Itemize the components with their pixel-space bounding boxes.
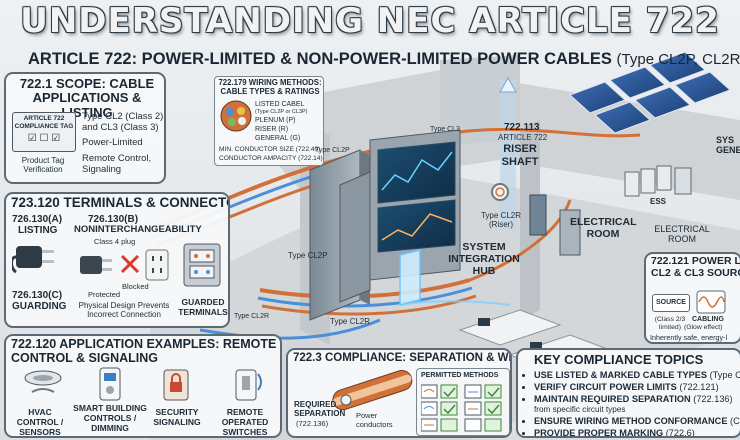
riser-code: 722.113 xyxy=(504,122,540,133)
topic-item-4: PROVIDE PROPER MARKING (722.6) xyxy=(534,428,740,436)
guarding-name: GUARDING xyxy=(12,301,67,312)
application-hvac: HVAC CONTROL / SENSORS xyxy=(16,407,64,437)
required-separation-code: (722.136) xyxy=(296,419,329,428)
permitted-methods-title: PERMITTED METHODS xyxy=(421,372,499,379)
blocked-label: Blocked xyxy=(122,282,149,291)
ess-label: ESS xyxy=(650,197,667,206)
class4-label: Class 4 plug xyxy=(94,237,136,246)
cable-label-cl2r-a: Type CL2R xyxy=(330,317,371,326)
topic-item-1: VERIFY CIRCUIT POWER LIMITS (722.121) xyxy=(534,382,740,393)
scope-item-1: Power-Limited xyxy=(82,137,143,148)
terminals-panel: 723.120 TERMINALS & CONNECTORS 726.130(A… xyxy=(4,192,230,328)
tag-title: ARTICLE 722 COMPLIANCE TAG xyxy=(14,115,74,130)
power-conductors: Power conductors xyxy=(356,411,393,429)
cabling-sub: (Glow effect) xyxy=(684,324,723,331)
topics-title: KEY COMPLIANCE TOPICS xyxy=(534,352,704,367)
terminals-title: 723.120 TERMINALS & CONNECTORS xyxy=(11,195,228,210)
blocked-plug-icon xyxy=(80,249,169,281)
cabling-label: CABLING xyxy=(692,316,724,323)
subtitle-main: ARTICLE 722: POWER-LIMITED & NON-POWER-L… xyxy=(28,50,612,68)
spec-conductor-size: MIN. CONDUCTOR SIZE (722.49) xyxy=(219,146,321,153)
permitted-methods-grid xyxy=(421,384,502,432)
scope-item-2: Remote Control, Signaling xyxy=(82,153,152,175)
electrical-panel xyxy=(559,209,581,256)
source-sub: (Class 2/3 limited) xyxy=(654,316,686,331)
wiring-title: 722.179 WIRING METHODS: CABLE TYPES & RA… xyxy=(218,78,322,96)
type-riser: RISER (R) xyxy=(255,126,289,133)
electrical-room-label: ELECTRICAL ROOM xyxy=(570,216,637,241)
security-icon xyxy=(163,369,189,401)
riser-article: ARTICLE 722 xyxy=(498,133,548,142)
waveform-icon xyxy=(696,290,726,314)
smart-control-icon xyxy=(99,367,121,401)
listed-cable-sub: (Type CL2P or CL3P) xyxy=(255,109,308,115)
plug-icon xyxy=(12,246,54,274)
topic-item-3: ENSURE WIRING METHOD CONFORMANCE (Class … xyxy=(534,416,740,427)
guarded-terminal-icon xyxy=(183,243,221,287)
source-label: SOURCE xyxy=(652,294,690,313)
tag-checkboxes: ☑ ☐ ☑ xyxy=(27,133,61,144)
compliance-panel: 722.3 COMPLIANCE: SEPARATION & WIRING RE… xyxy=(286,348,512,438)
system-generator-label: SYS GENER xyxy=(716,135,740,156)
cable-label-cl2p-b: Type CL2P xyxy=(288,251,328,260)
permitted-methods-box: PERMITTED METHODS xyxy=(416,368,510,436)
scope-panel: 722.1 SCOPE: CABLE APPLICATIONS & LISTIN… xyxy=(4,72,166,184)
separation-diagram xyxy=(332,370,413,411)
required-separation: REQUIRED SEPARATION xyxy=(294,400,346,419)
listing-code: 726.130(A) xyxy=(12,214,63,225)
power-sources-title: 722.121 POWER LIMITA CL2 & CL3 SOURC xyxy=(651,255,740,279)
scope-item-0: Type CL2 (Class 2) and CL3 (Class 3) xyxy=(82,111,164,133)
nonint-name: NONINTERCHANGEABILITY xyxy=(74,224,202,235)
riser-arrow-icon xyxy=(499,76,517,93)
wiring-methods-callout: 722.179 WIRING METHODS: CABLE TYPES & RA… xyxy=(214,76,324,166)
application-security: SECURITY SIGNALING xyxy=(153,407,201,427)
listing-name: LISTING xyxy=(18,225,58,236)
main-title: UNDERSTANDING NEC ARTICLE 722 xyxy=(20,1,720,41)
electrical-room-callout: ELECTRICAL ROOM xyxy=(654,224,710,245)
applications-panel: 722.120 APPLICATION EXAMPLES: REMOTE CON… xyxy=(4,334,282,438)
remote-switch-icon xyxy=(235,369,262,401)
design-note: Physical Design Prevents Incorrect Conne… xyxy=(78,301,170,320)
compliance-tag: ARTICLE 722 COMPLIANCE TAG ☑ ☐ ☑ xyxy=(12,112,76,152)
sources-note: Inherently safe, energy-l xyxy=(650,333,728,342)
topic-item-0: USE LISTED & MARKED CABLE TYPES (Type CL… xyxy=(534,370,740,381)
guarding-code: 726.130(C) xyxy=(12,290,63,301)
subtitle: ARTICLE 722: POWER-LIMITED & NON-POWER-L… xyxy=(28,48,740,70)
riser-cable-label: Type CL2R (Riser) xyxy=(480,211,522,230)
solar-panel-array xyxy=(569,51,731,134)
cable-coil-icon xyxy=(491,183,509,201)
listed-cable: LISTED CABEL xyxy=(255,101,305,108)
tag-caption: Product Tag Verification xyxy=(21,156,65,175)
topic-item-2: MAINTAIN REQUIRED SEPARATION (722.136)fr… xyxy=(534,394,740,415)
cable-label-cl2p-a: Type CL2P xyxy=(315,147,350,154)
applications-title: 722.120 APPLICATION EXAMPLES: REMOTE CON… xyxy=(11,337,277,365)
hub-label: SYSTEM INTEGRATION HUB xyxy=(448,241,520,278)
cable-bundle-icon xyxy=(220,100,252,132)
protected-label: Protected xyxy=(88,290,121,299)
type-plenum: PLENUM (P) xyxy=(255,117,296,124)
compliance-title: 722.3 COMPLIANCE: SEPARATION & WIRING xyxy=(293,352,512,364)
application-remote-switches: REMOTE OPERATED SWITCHES xyxy=(221,407,269,437)
spec-ampacity: CONDUCTOR AMPACITY (722.14) xyxy=(219,155,323,162)
cable-label-cl3: Type CL3 xyxy=(430,126,460,133)
type-general: GENERAL (G) xyxy=(255,135,301,142)
riser-name: RISER SHAFT xyxy=(501,143,539,168)
power-sources-panel: 722.121 POWER LIMITA CL2 & CL3 SOURC SOU… xyxy=(644,252,740,344)
ess-battery-units xyxy=(624,165,692,197)
topics-panel: KEY COMPLIANCE TOPICS USE LISTED & MARKE… xyxy=(516,348,740,438)
application-smart-building: SMART BUILDING CONTROLS / DIMMING xyxy=(73,403,147,433)
topics-list: USE LISTED & MARKED CABLE TYPES (Type CL… xyxy=(522,370,740,436)
subtitle-paren: (Type CL2P, CL2R, etc. xyxy=(616,51,740,68)
hvac-icon xyxy=(24,370,62,393)
guarded-terminals-label: GUARDED TERMINALS xyxy=(178,297,228,317)
nonint-code: 726.130(B) xyxy=(88,214,139,225)
cable-label-cl2r-b: Type CL2R xyxy=(234,313,270,320)
